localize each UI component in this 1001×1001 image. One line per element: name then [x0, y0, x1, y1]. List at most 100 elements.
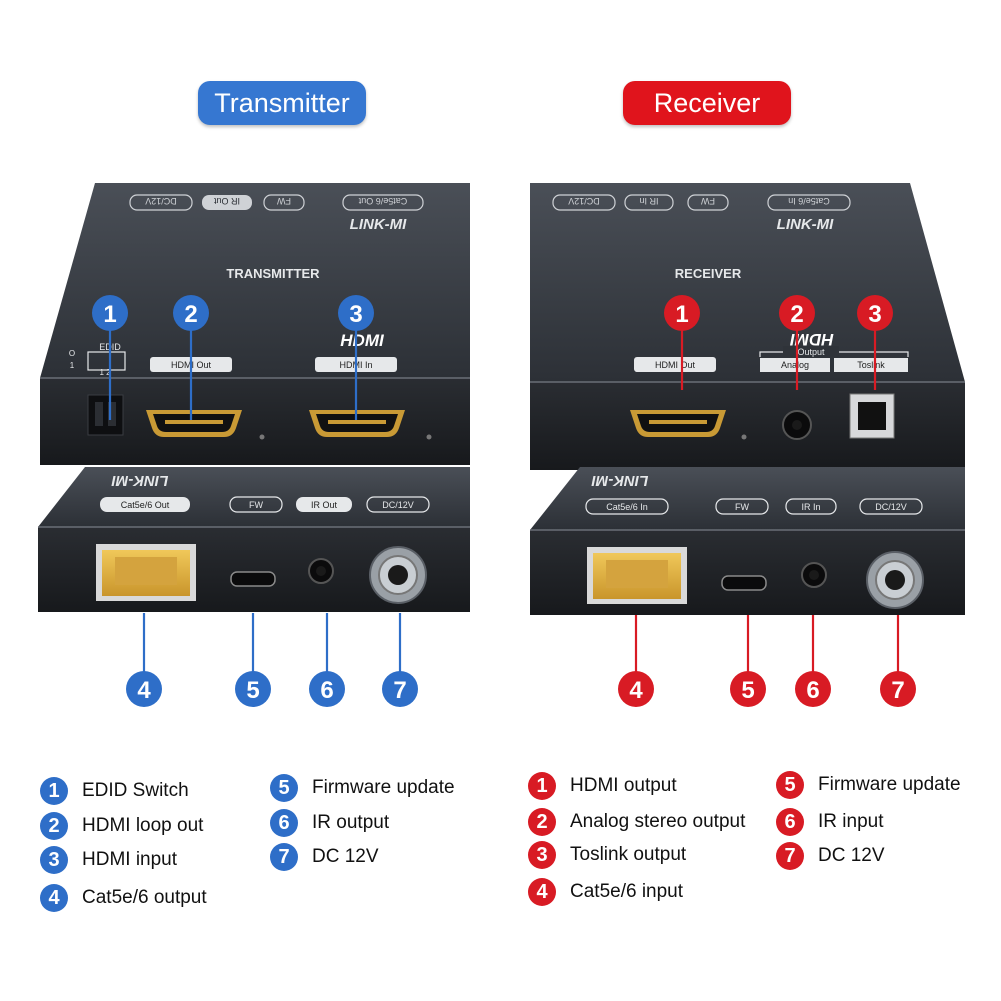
- rx-legend-badge: 7: [776, 842, 804, 870]
- rx-top-label-ir: IR In: [639, 196, 658, 206]
- tx-callout-7: 7: [382, 671, 418, 707]
- tx-edid-1: 1: [70, 361, 75, 370]
- transmitter-title: Transmitter: [198, 81, 366, 125]
- rx-callout-5: 5: [730, 671, 766, 707]
- svg-text:2: 2: [184, 301, 197, 328]
- tx-legend-item-6: 6 IR output: [270, 809, 389, 837]
- tx-device-label: TRANSMITTER: [226, 266, 320, 281]
- rx-legend-item-3: 3 Toslink output: [528, 841, 686, 869]
- rx-legend-item-4: 4 Cat5e/6 input: [528, 878, 683, 906]
- rx-legend-badge: 1: [528, 772, 556, 800]
- rx-brand-top: LINK-MI: [777, 216, 834, 233]
- rx-rear-label-ir: IR In: [801, 502, 820, 512]
- rx-legend-text: Analog stereo output: [570, 811, 746, 832]
- rx-legend-text: Cat5e/6 input: [570, 881, 684, 902]
- tx-callout-1: 1: [92, 295, 128, 331]
- rx-legend-text: DC 12V: [818, 845, 885, 866]
- tx-rear-label-dc: DC/12V: [382, 500, 414, 510]
- tx-rear-label-cat: Cat5e/6 Out: [121, 500, 170, 510]
- svg-text:3: 3: [349, 301, 362, 328]
- tx-edid-o: O: [69, 349, 75, 358]
- svg-text:4: 4: [137, 677, 151, 704]
- tx-legend-item-3: 3 HDMI input: [40, 846, 177, 874]
- svg-text:4: 4: [629, 677, 643, 704]
- tx-legend-badge: 3: [40, 846, 68, 874]
- rx-callout-2: 2: [779, 295, 815, 331]
- rx-legend-text: Firmware update: [818, 774, 961, 795]
- tx-legend-item-7: 7 DC 12V: [270, 843, 379, 871]
- rx-toslink-label: Toslink: [857, 360, 885, 370]
- rx-callout-3: 3: [857, 295, 893, 331]
- tx-legend-badge: 4: [40, 884, 68, 912]
- rx-device-label: RECEIVER: [675, 266, 742, 281]
- svg-text:7: 7: [891, 677, 904, 704]
- rx-analog-jack: [782, 410, 812, 440]
- tx-legend-item-5: 5 Firmware update: [270, 774, 455, 802]
- tx-top-label-fw: FW: [277, 196, 291, 206]
- rx-front-label-hdmi-out: HDMI Out: [655, 360, 696, 370]
- tx-hdmi-out-port: [146, 410, 242, 437]
- tx-legend-text: IR output: [312, 812, 390, 833]
- rx-rear-label-dc: DC/12V: [875, 502, 907, 512]
- tx-legend-text: DC 12V: [312, 846, 379, 867]
- receiver-front-unit: DC/12V IR In FW Cat5e/6 In LINK-MI RECEI…: [530, 183, 965, 470]
- tx-brand-top: LINK-MI: [350, 216, 407, 233]
- svg-text:6: 6: [806, 677, 819, 704]
- tx-hdmi-logo: HDMI: [340, 331, 385, 350]
- tx-legend-badge: 7: [270, 843, 298, 871]
- svg-text:5: 5: [741, 677, 754, 704]
- rx-dc-jack: [866, 551, 924, 609]
- rx-legend-item-7: 7 DC 12V: [776, 842, 885, 870]
- tx-hdmi-in-port: [309, 410, 405, 437]
- receiver-rear-unit: LINK-MI Cat5e/6 In FW IR In DC/12V: [530, 467, 965, 615]
- rx-callout-7: 7: [880, 671, 916, 707]
- rx-rear-label-fw: FW: [735, 502, 749, 512]
- rx-legend-badge: 6: [776, 808, 804, 836]
- rx-analog-label: Analog: [781, 360, 809, 370]
- rx-callout-6: 6: [795, 671, 831, 707]
- rx-legend-item-5: 5 Firmware update: [776, 771, 961, 799]
- tx-legend-text: HDMI input: [82, 849, 178, 870]
- transmitter-rear-unit: LINK-MI Cat5e/6 Out FW IR Out DC/12V: [38, 467, 470, 612]
- svg-text:5: 5: [246, 677, 259, 704]
- tx-legend-item-1: 1 EDID Switch: [40, 777, 189, 805]
- rx-legend-item-6: 6 IR input: [776, 808, 883, 836]
- rx-output-label: Output: [797, 347, 825, 357]
- svg-text:2: 2: [790, 301, 803, 328]
- tx-legend-badge: 5: [270, 774, 298, 802]
- rx-legend-text: HDMI output: [570, 775, 677, 796]
- tx-legend-text: Firmware update: [312, 777, 455, 798]
- svg-text:1: 1: [103, 301, 116, 328]
- tx-top-label-dc: DC/12V: [145, 196, 177, 206]
- tx-brand-rear: LINK-MI: [111, 472, 168, 489]
- tx-callout-3: 3: [338, 295, 374, 331]
- rx-legend-text: Toslink output: [570, 844, 687, 865]
- rx-rj45-port: [587, 547, 687, 604]
- rx-legend-badge: 5: [776, 771, 804, 799]
- tx-callout-2: 2: [173, 295, 209, 331]
- tx-rear-label-fw: FW: [249, 500, 263, 510]
- rx-legend-badge: 2: [528, 808, 556, 836]
- svg-text:6: 6: [320, 677, 333, 704]
- rx-brand-rear: LINK-MI: [591, 472, 648, 489]
- rx-callout-1: 1: [664, 295, 700, 331]
- rx-legend-item-1: 1 HDMI output: [528, 772, 677, 800]
- tx-callout-6: 6: [309, 671, 345, 707]
- rx-rear-label-cat: Cat5e/6 In: [606, 502, 648, 512]
- tx-callout-5: 5: [235, 671, 271, 707]
- svg-text:7: 7: [393, 677, 406, 704]
- tx-legend-badge: 2: [40, 812, 68, 840]
- tx-legend-text: Cat5e/6 output: [82, 887, 207, 908]
- tx-top-label-ir: IR Out: [214, 196, 241, 206]
- rx-hdmi-out-port: [630, 410, 726, 437]
- rx-legend-item-2: 2 Analog stereo output: [528, 808, 745, 836]
- svg-text:1: 1: [675, 301, 688, 328]
- tx-top-label-cat: Cat5e/6 Out: [358, 196, 407, 206]
- rx-top-label-dc: DC/12V: [568, 196, 600, 206]
- tx-legend-text: EDID Switch: [82, 780, 189, 801]
- svg-text:3: 3: [868, 301, 881, 328]
- tx-legend-text: HDMI loop out: [82, 815, 204, 836]
- rx-toslink-port: [849, 393, 895, 439]
- tx-edid-12: 1 2: [99, 368, 111, 377]
